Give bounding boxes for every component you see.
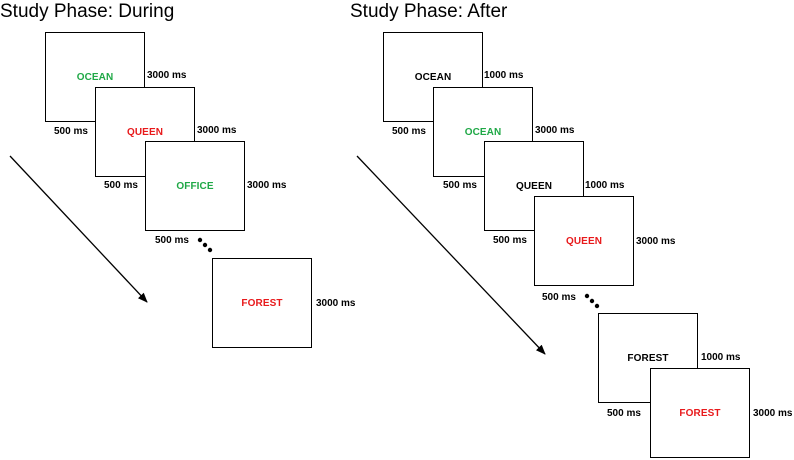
stimulus-word: FOREST [241, 297, 283, 309]
duration-label: 1000 ms [585, 180, 625, 191]
duration-label: 3000 ms [147, 70, 187, 81]
stimulus-box-after-4: QUEEN [534, 196, 634, 286]
stimulus-word: FOREST [679, 407, 721, 419]
stimulus-word: OCEAN [414, 71, 452, 83]
stimulus-word: QUEEN [565, 235, 603, 247]
duration-label: 3000 ms [636, 236, 676, 247]
stimulus-word: FOREST [627, 352, 669, 364]
ellipsis-dots-after [584, 293, 600, 309]
stimulus-word: OCEAN [76, 71, 114, 83]
duration-label: 3000 ms [247, 180, 287, 191]
gap-label: 500 ms [155, 235, 189, 246]
stimulus-box-after-5: FOREST [598, 313, 698, 403]
gap-label: 500 ms [607, 408, 641, 419]
gap-label: 500 ms [443, 180, 477, 191]
gap-label: 500 ms [54, 126, 88, 137]
time-arrow-after [356, 155, 546, 355]
stimulus-box-during-4: FOREST [212, 258, 312, 348]
stimulus-box-after-6: FOREST [650, 368, 750, 458]
duration-label: 3000 ms [316, 298, 356, 309]
title-after: Study Phase: After [350, 1, 508, 22]
gap-label: 500 ms [542, 292, 576, 303]
duration-label: 3000 ms [753, 408, 793, 419]
stimulus-word: OCEAN [464, 126, 502, 138]
ellipsis-dots-during [197, 237, 213, 253]
duration-label: 1000 ms [701, 352, 741, 363]
stimulus-word: QUEEN [126, 126, 164, 138]
title-during: Study Phase: During [0, 1, 175, 22]
gap-label: 500 ms [392, 126, 426, 137]
duration-label: 1000 ms [484, 70, 524, 81]
duration-label: 3000 ms [197, 125, 237, 136]
time-arrow-during [9, 155, 148, 303]
gap-label: 500 ms [493, 235, 527, 246]
duration-label: 3000 ms [535, 125, 575, 136]
stimulus-word: OFFICE [176, 180, 214, 192]
stimulus-word: QUEEN [515, 180, 553, 192]
stimulus-box-during-3: OFFICE [145, 141, 245, 231]
gap-label: 500 ms [104, 180, 138, 191]
